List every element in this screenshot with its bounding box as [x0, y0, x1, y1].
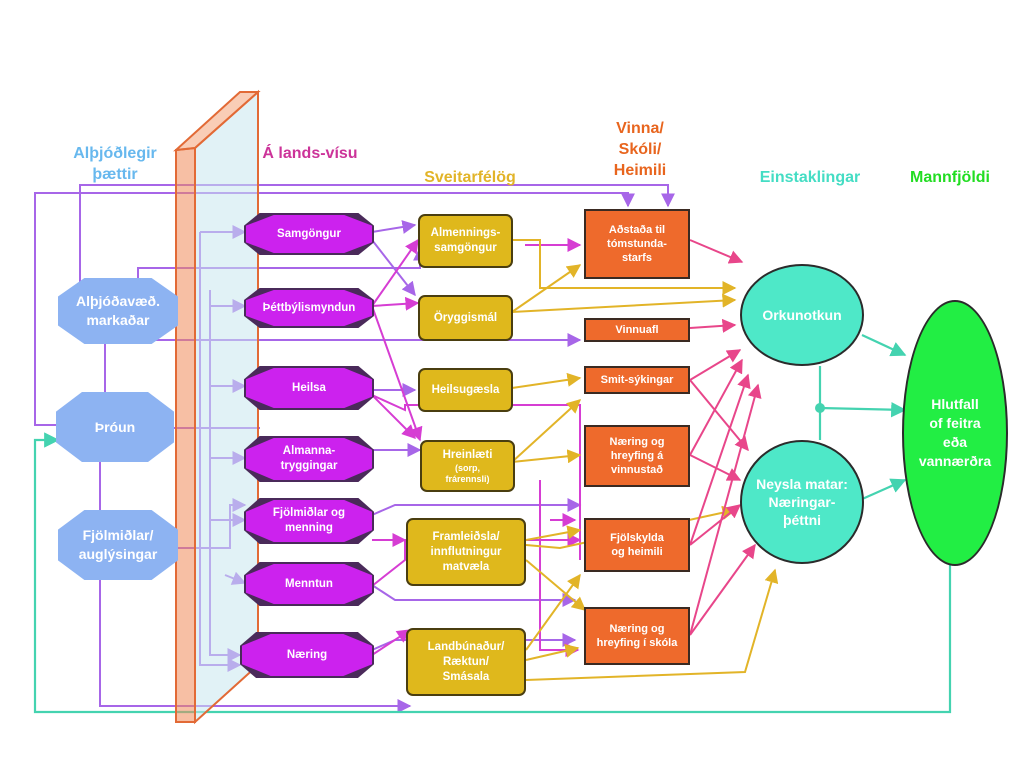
node-safety[interactable]: Öryggismál	[418, 295, 513, 341]
node-school-nutrition[interactable]: Næring og hreyfing í skóla	[584, 607, 690, 665]
node-workplace-nutrition[interactable]: Næring og hreyfing á vinnustað	[584, 425, 690, 487]
node-food-intake[interactable]: Neysla matar: Næringar- þéttni	[740, 440, 864, 564]
node-family-home[interactable]: Fjölskylda og heimili	[584, 518, 690, 572]
node-energy-expenditure[interactable]: Orkunotkun	[740, 264, 864, 366]
individual-arrows	[33, 334, 952, 714]
header-work: Vinna/ Skóli/ Heimili	[613, 120, 667, 179]
work-arrows	[689, 239, 762, 636]
node-education[interactable]: Menntun	[246, 564, 372, 604]
header-population: Mannfjöldi	[910, 169, 990, 186]
node-media-culture[interactable]: Fjölmiðlar og menning	[246, 500, 372, 542]
node-workforce[interactable]: Vinnuafl	[584, 318, 690, 342]
node-media-advertising[interactable]: Fjölmiðlar/ auglýsingar	[58, 510, 178, 580]
header-individual: Einstaklingar	[759, 169, 861, 186]
node-food-production[interactable]: Framleiðsla/ innflutningur matvæla	[406, 518, 526, 586]
node-agriculture[interactable]: Landbúnaður/ Ræktun/ Smásala	[406, 628, 526, 696]
node-urbanization[interactable]: Þéttbýlismyndun	[246, 290, 372, 326]
node-development[interactable]: Þróun	[56, 392, 174, 462]
node-infections[interactable]: Smit-sýkingar	[584, 366, 690, 394]
header-global: Alþjóðlegir þættir	[73, 145, 157, 183]
node-sanitation-label: Hreinlæti	[442, 448, 493, 461]
node-leisure-facilities[interactable]: Aðstaða til tómstunda- starfs	[584, 209, 690, 279]
header-national: Á lands-vísu	[262, 145, 358, 162]
node-health-care[interactable]: Heilsugæsla	[418, 368, 513, 412]
node-transport[interactable]: Samgöngur	[246, 215, 372, 253]
node-sanitation[interactable]: Hreinlæti (sorp, frárennsli)	[420, 440, 515, 492]
node-sanitation-note: (sorp, frárennsli)	[445, 462, 490, 484]
national-level-panel	[173, 89, 261, 725]
header-municipal: Sveitarfélög	[424, 169, 516, 186]
node-health[interactable]: Heilsa	[246, 368, 372, 408]
node-global-markets[interactable]: Alþjóðavæð. markaðar	[58, 278, 178, 344]
node-population-outcome[interactable]: Hlutfall of feitra eða vannærðra	[902, 300, 1008, 566]
node-nutrition[interactable]: Næring	[242, 634, 372, 676]
node-public-transport[interactable]: Almennings- samgöngur	[418, 214, 513, 268]
node-social-security[interactable]: Almanna- tryggingar	[246, 438, 372, 480]
